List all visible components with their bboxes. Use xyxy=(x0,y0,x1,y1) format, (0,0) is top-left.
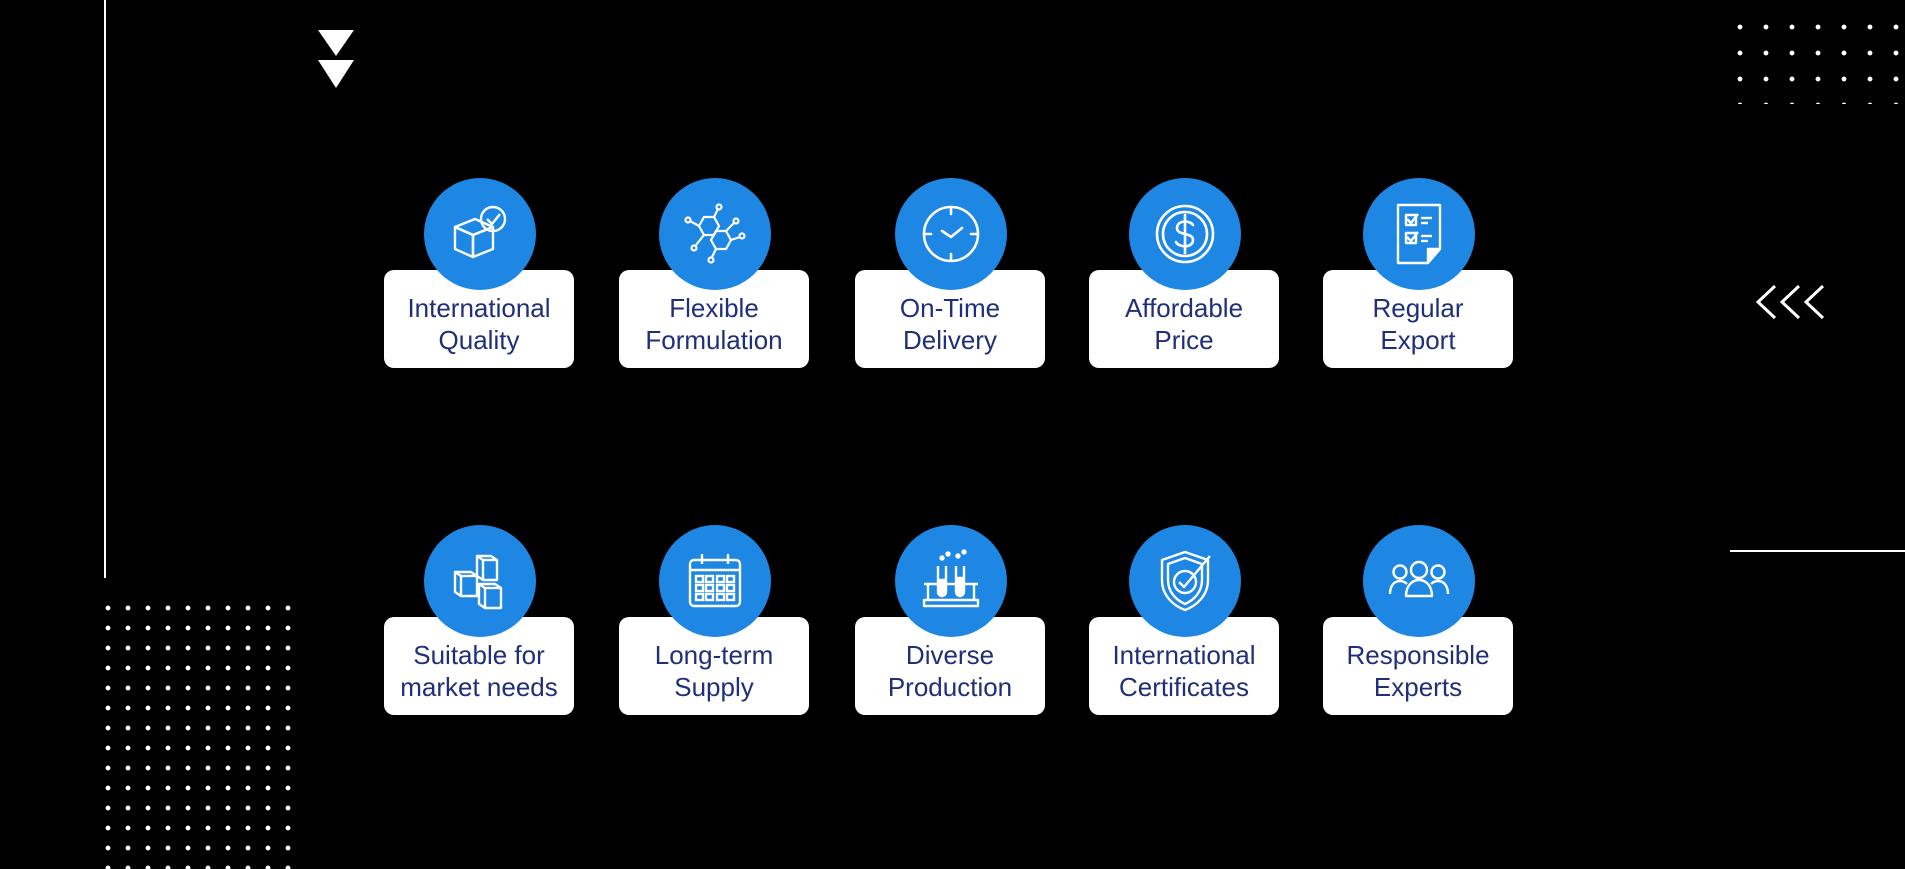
dot-grid-bottom-left xyxy=(98,598,304,869)
feature-label-box: International Quality xyxy=(384,270,574,368)
dollar-icon xyxy=(1129,178,1241,290)
double-triangle-icon xyxy=(318,30,354,88)
feature-label: Affordable Price xyxy=(1124,293,1244,355)
feature-label: Responsible Experts xyxy=(1346,640,1490,702)
feature-card: International Quality xyxy=(384,178,574,368)
calendar-icon xyxy=(659,525,771,637)
feature-card: International Certificates xyxy=(1089,525,1279,715)
feature-label: On-Time Delivery xyxy=(899,293,1001,355)
feature-label: International Certificates xyxy=(1112,640,1256,702)
feature-card: Affordable Price xyxy=(1089,178,1279,368)
clock-icon xyxy=(895,178,1007,290)
triple-chevron-left-icon xyxy=(1755,284,1825,320)
feature-label-box: Affordable Price xyxy=(1089,270,1279,368)
feature-card: Flexible Formulation xyxy=(619,178,809,368)
feature-label: Diverse Production xyxy=(887,640,1013,702)
horizontal-line-decoration xyxy=(1730,550,1905,552)
feature-card: Responsible Experts xyxy=(1323,525,1513,715)
feature-label: Suitable for market needs xyxy=(400,640,558,702)
feature-label: International Quality xyxy=(407,293,551,355)
feature-card: Suitable for market needs xyxy=(384,525,574,715)
feature-label: Regular Export xyxy=(1372,293,1464,355)
shield-check-icon xyxy=(1129,525,1241,637)
vertical-line-decoration xyxy=(104,0,106,578)
checklist-icon xyxy=(1363,178,1475,290)
molecule-icon xyxy=(659,178,771,290)
feature-card: Diverse Production xyxy=(855,525,1045,715)
feature-card: Regular Export xyxy=(1323,178,1513,368)
feature-card: On-Time Delivery xyxy=(855,178,1045,368)
feature-label: Long-term Supply xyxy=(654,640,774,702)
feature-label-box: Flexible Formulation xyxy=(619,270,809,368)
boxes-icon xyxy=(424,525,536,637)
feature-card: Long-term Supply xyxy=(619,525,809,715)
dot-grid-top-right xyxy=(1727,14,1905,104)
feature-label: Flexible Formulation xyxy=(645,293,783,355)
box-check-icon xyxy=(424,178,536,290)
test-tubes-icon xyxy=(895,525,1007,637)
team-icon xyxy=(1363,525,1475,637)
